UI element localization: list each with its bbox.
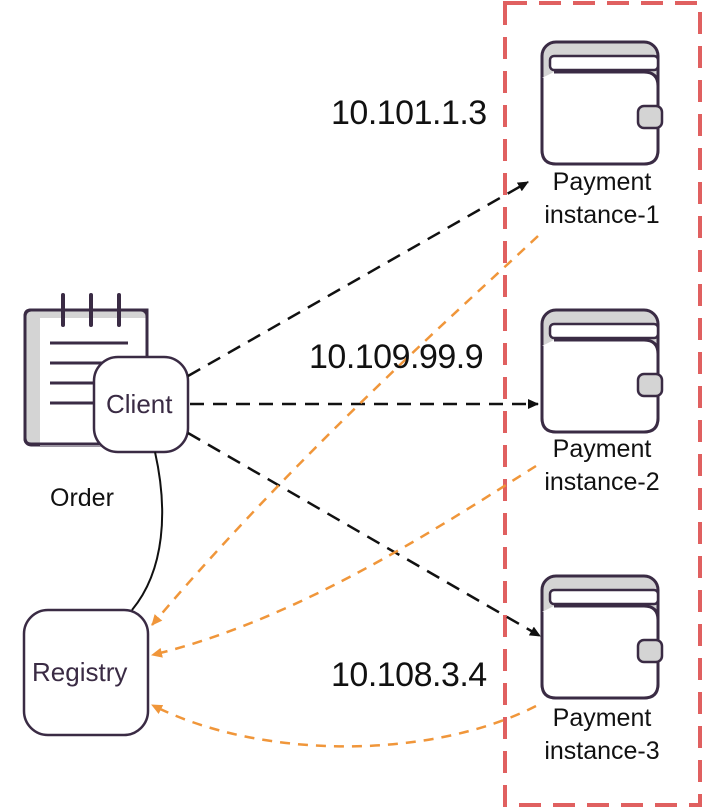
instance-2-name-line2: instance-2 (544, 468, 660, 496)
instance-3-name-line1: Payment (552, 704, 652, 732)
instance-3-ip: 10.108.3.4 (331, 656, 487, 694)
payment-instances-group (503, 1, 702, 807)
client-registry-connector (131, 451, 164, 611)
registration-arrow-instance-3 (151, 703, 537, 748)
client-label: Client (106, 389, 173, 419)
instance-1-name: Payment instance-1 (517, 166, 687, 232)
order-label: Order (50, 484, 114, 512)
instance-3-name: Payment instance-3 (517, 702, 687, 768)
request-arrow-instance-1 (187, 180, 529, 378)
instance-1-ip: 10.101.1.3 (331, 94, 487, 132)
registration-arrow-instance-1 (151, 235, 539, 626)
instance-2-ip: 10.109.99.9 (309, 338, 484, 376)
registry-label: Registry (32, 657, 128, 687)
instance-3-name-line2: instance-3 (544, 737, 660, 765)
instance-1-name-line2: instance-1 (544, 201, 660, 229)
wallet-icon (540, 574, 664, 700)
wallet-icon (540, 308, 664, 434)
client-node (92, 355, 190, 454)
request-arrow-instance-3 (187, 431, 541, 638)
wallet-icon (540, 40, 664, 166)
registry-node (22, 608, 150, 737)
registration-arrow-instance-2 (151, 464, 537, 658)
instance-2-name-line1: Payment (552, 435, 652, 463)
instance-2-name: Payment instance-2 (517, 433, 687, 499)
instance-1-name-line1: Payment (552, 168, 652, 196)
